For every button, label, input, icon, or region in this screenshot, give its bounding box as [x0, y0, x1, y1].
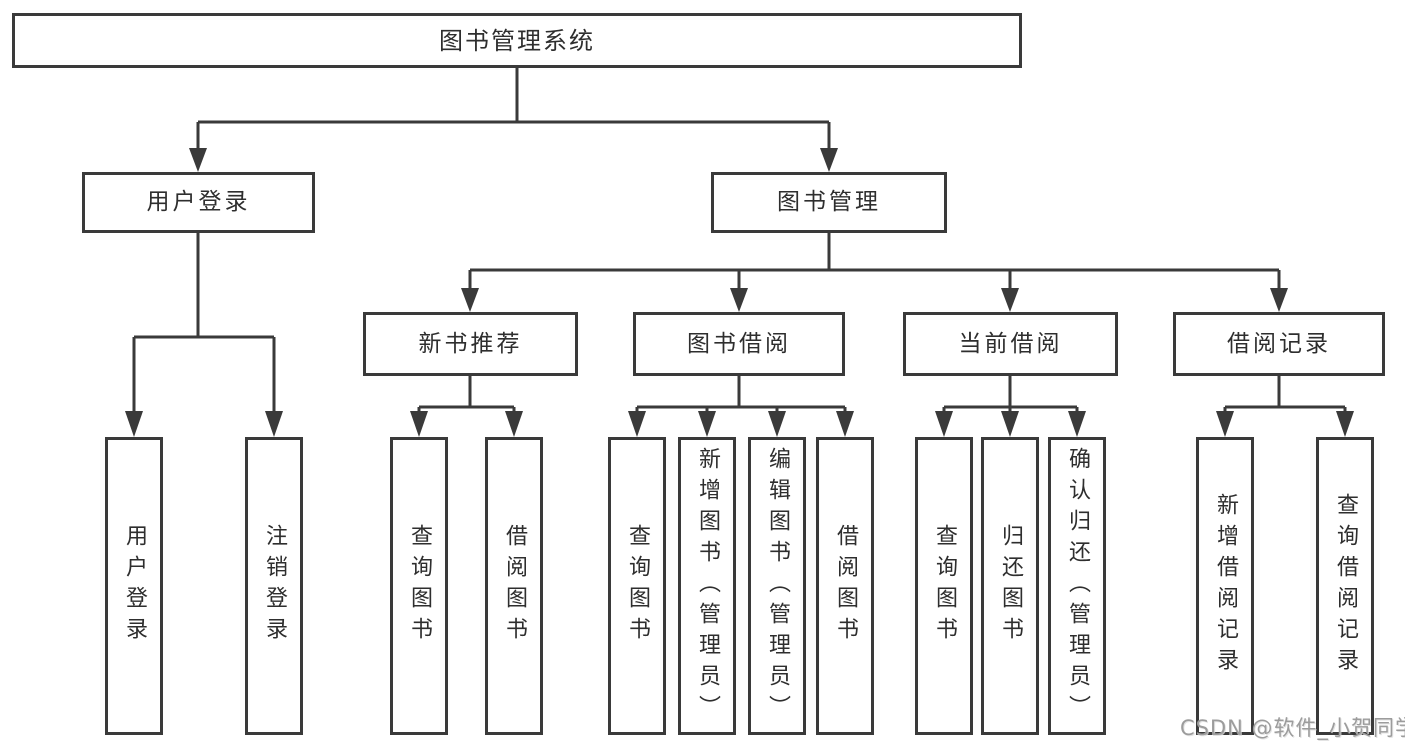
node-book-borrow: 图书借阅	[633, 312, 845, 376]
connector-records-children	[1223, 376, 1347, 414]
leaf-recommend-borrow-books: 借阅图书	[485, 437, 543, 735]
leaf-current-return-books: 归还图书	[981, 437, 1039, 735]
connector-book-management-children	[468, 233, 1281, 290]
connector-current-children	[942, 376, 1079, 414]
leaf-current-confirm-return-admin: 确认归还（管理员）	[1048, 437, 1106, 735]
leaf-borrow-query-books: 查询图书	[608, 437, 666, 735]
node-book-management: 图书管理	[711, 172, 947, 233]
node-user-login: 用户登录	[82, 172, 315, 233]
connector-user-login-children	[132, 233, 276, 413]
node-new-book-recommend: 新书推荐	[363, 312, 578, 376]
leaf-records-add-record: 新增借阅记录	[1196, 437, 1254, 735]
leaf-user-login: 用户登录	[105, 437, 163, 735]
node-borrow-records: 借阅记录	[1173, 312, 1385, 376]
connector-borrow-children	[635, 376, 847, 414]
leaf-borrow-edit-books-admin: 编辑图书（管理员）	[748, 437, 806, 735]
connector-root-to-level2	[196, 68, 831, 150]
leaf-borrow-borrow-books: 借阅图书	[816, 437, 874, 735]
leaf-logout: 注销登录	[245, 437, 303, 735]
node-current-borrow: 当前借阅	[903, 312, 1118, 376]
connector-recommend-children	[417, 376, 516, 414]
leaf-recommend-query-books: 查询图书	[390, 437, 448, 735]
leaf-borrow-add-books-admin: 新增图书（管理员）	[678, 437, 736, 735]
leaf-current-query-books: 查询图书	[915, 437, 973, 735]
csdn-watermark: CSDN @软件_小贺同学	[1180, 716, 1405, 740]
node-root-library-system: 图书管理系统	[12, 13, 1022, 68]
leaf-records-query-record: 查询借阅记录	[1316, 437, 1374, 735]
